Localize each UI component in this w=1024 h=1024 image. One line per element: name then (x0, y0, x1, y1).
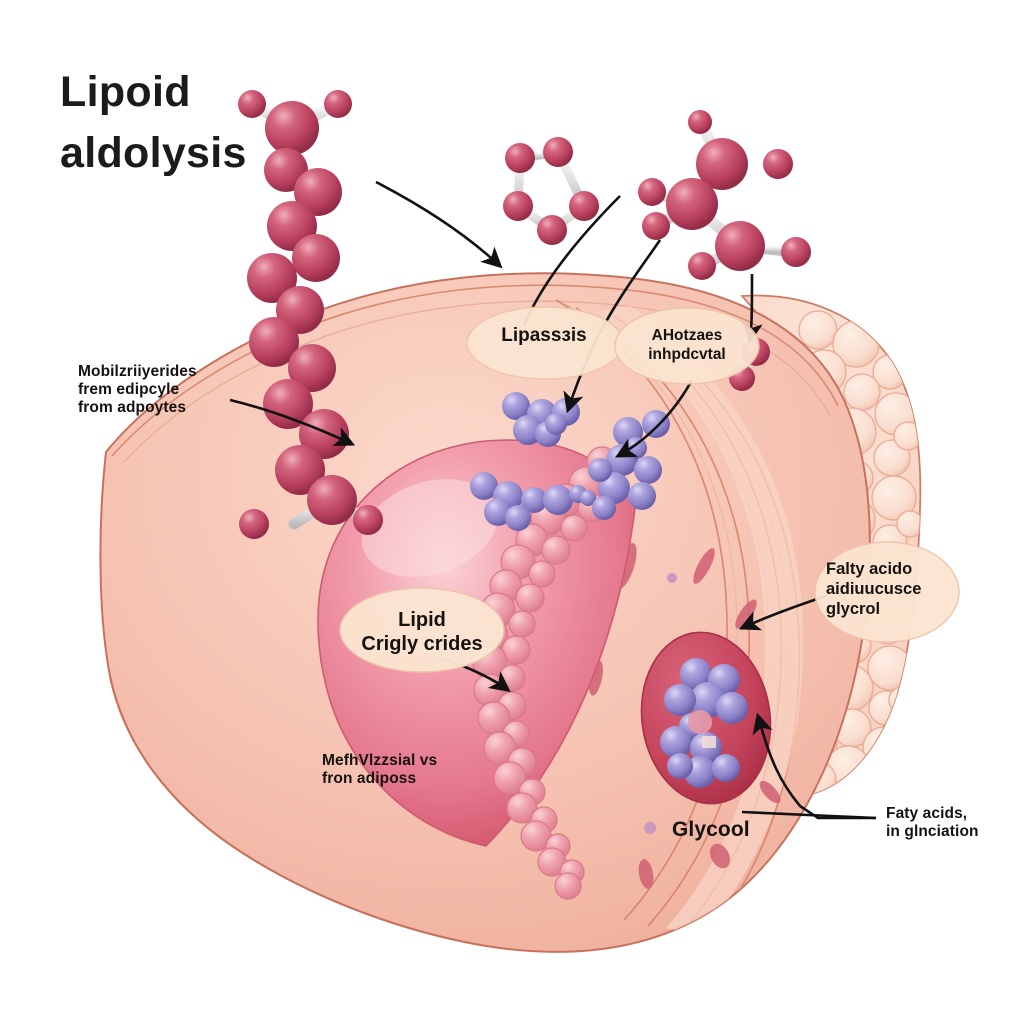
callout-fatty-acids-circulation-label: Faty acids, in glnciation (886, 805, 979, 840)
pill-label-hormone-inhibitor: AHotzaes inhpdcvtal (648, 327, 726, 363)
callout-glycerol-label: Glycool (672, 818, 750, 841)
arrow-glycerol-to-cell (563, 239, 662, 414)
pill-lipid-bg (339, 587, 505, 673)
molecule-fatty-acid-chain (238, 90, 383, 539)
callout-metabolism-label: MefhVlzzsial vs fron adiposs (322, 752, 438, 787)
small-vesicle (667, 573, 677, 583)
callout-mobilize-label: Mobilzriiyerides frem edipcyle from adpo… (78, 363, 197, 416)
arrow-mobilize (229, 398, 356, 447)
droplet-bead-chain (472, 446, 626, 900)
pill-label-fatty-acid-glycerol: Falty acido aidiuucusce glycrol (826, 560, 922, 618)
pill-label-lipase: Lipassɜis (501, 325, 587, 346)
arrow-circulation (752, 712, 876, 820)
pill-fatty-bg (814, 541, 960, 643)
small-vesicle (644, 822, 656, 834)
pill-label-lipid-triglycerides: Lipid Crigly crides (361, 609, 483, 655)
molecule-cyclic-ring (503, 137, 599, 245)
molecule-enzyme-cluster-b (470, 472, 596, 531)
arrow-inhibitor (614, 379, 694, 458)
molecule-glycerol-branched (638, 110, 811, 280)
pill-label-shapes (339, 306, 960, 673)
pill-inhibitor-bg (614, 307, 760, 385)
molecule-nucleus-cluster (660, 658, 748, 788)
figure-title: Lipoid aldolysis (60, 68, 247, 178)
arrow-chain-to-cell (375, 180, 503, 269)
